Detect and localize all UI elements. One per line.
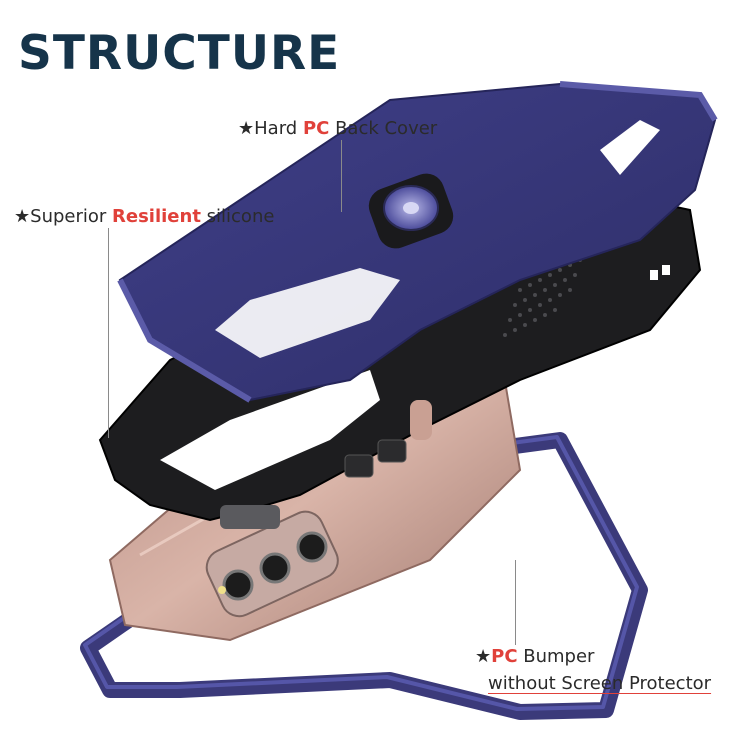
bumper-callout-line	[515, 560, 516, 645]
back-cover-label: ★Hard PC Back Cover	[238, 118, 437, 139]
bumper-highlight: PC	[491, 646, 518, 667]
camera-module	[205, 510, 339, 618]
star-icon: ★	[14, 206, 31, 227]
bumper-label: ★PC Bumper	[475, 646, 594, 667]
ring-holder	[368, 173, 454, 249]
star-icon: ★	[475, 646, 492, 667]
silicone-callout-line	[108, 228, 109, 438]
silicone-suffix: silicone	[200, 206, 275, 227]
back-cover-suffix: Back Cover	[329, 118, 438, 139]
back-cover-highlight: PC	[302, 118, 330, 139]
bumper-label-line2: without Screen Protector	[488, 673, 712, 694]
page-title: STRUCTURE	[18, 26, 341, 81]
silicone-label: ★Superior Resilient silicone	[14, 206, 274, 227]
bumper-suffix: Bumper	[517, 646, 595, 667]
back-cover-prefix: Hard	[254, 118, 303, 139]
pc-back-cover	[117, 81, 718, 403]
silicone-prefix: Superior	[30, 206, 113, 227]
silicone-highlight: Resilient	[112, 206, 201, 227]
back-cover-callout-line	[341, 140, 342, 212]
star-icon: ★	[238, 118, 255, 139]
